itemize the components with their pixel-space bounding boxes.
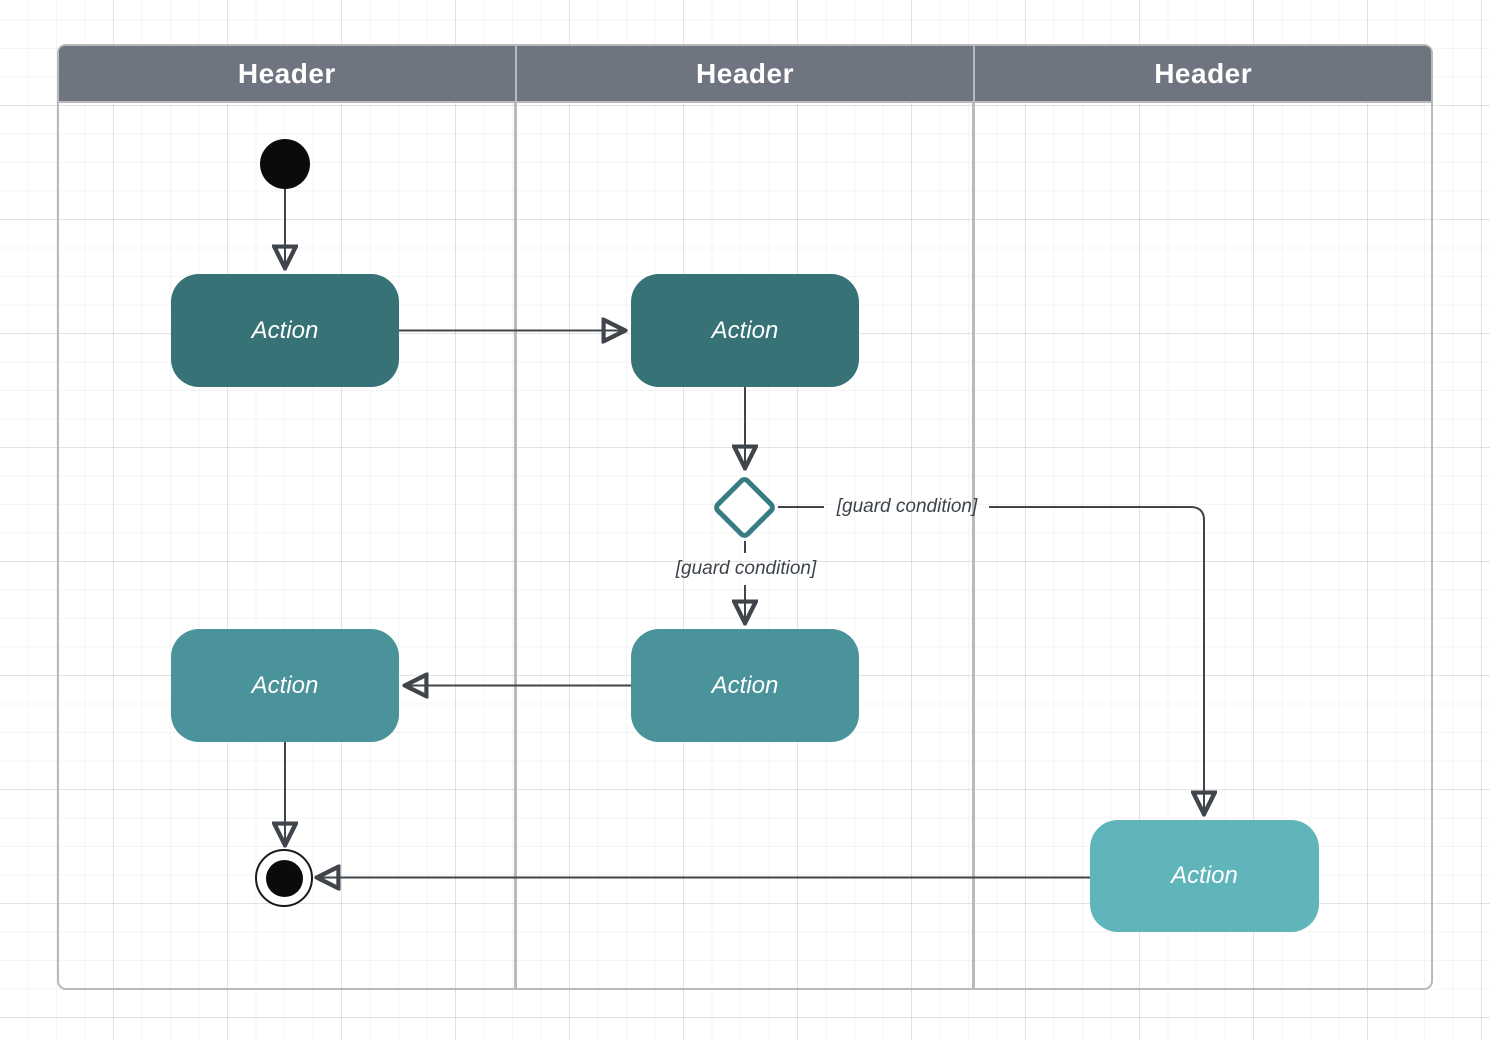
action-label: Action [251,671,319,699]
swimlane-pool[interactable]: Header Header Header [57,44,1433,990]
lane-header-3[interactable]: Header [975,46,1432,101]
guard-condition-label-down[interactable]: [guard condition] [675,558,817,579]
lane-header-1[interactable]: Header [59,46,515,101]
lane-header-3-label: Header [1154,57,1253,89]
action-node-bottom-right[interactable]: Action [1090,820,1319,932]
action-label: Action [711,671,779,699]
lane-header-2-label: Header [696,57,794,89]
action-node-middle[interactable]: Action [631,629,859,742]
swimlane-header-row: Header Header Header [59,46,1432,103]
final-node-core [265,859,303,897]
action-label: Action [711,316,779,344]
edge-decision-to-action5-main[interactable] [989,506,1204,812]
action-node-middle-left[interactable]: Action [171,629,399,742]
action-node-top-middle[interactable]: Action [631,274,859,387]
action-label: Action [251,316,319,344]
guard-condition-label-right[interactable]: [guard condition] [836,496,978,517]
lane-divider-1 [514,103,517,988]
final-node[interactable] [255,849,313,907]
lane-divider-2 [972,103,975,988]
lane-header-2[interactable]: Header [517,46,973,101]
lane-header-1-label: Header [237,57,336,89]
initial-node[interactable] [260,139,310,189]
action-label: Action [1171,862,1238,889]
action-node-top-left[interactable]: Action [171,274,399,387]
